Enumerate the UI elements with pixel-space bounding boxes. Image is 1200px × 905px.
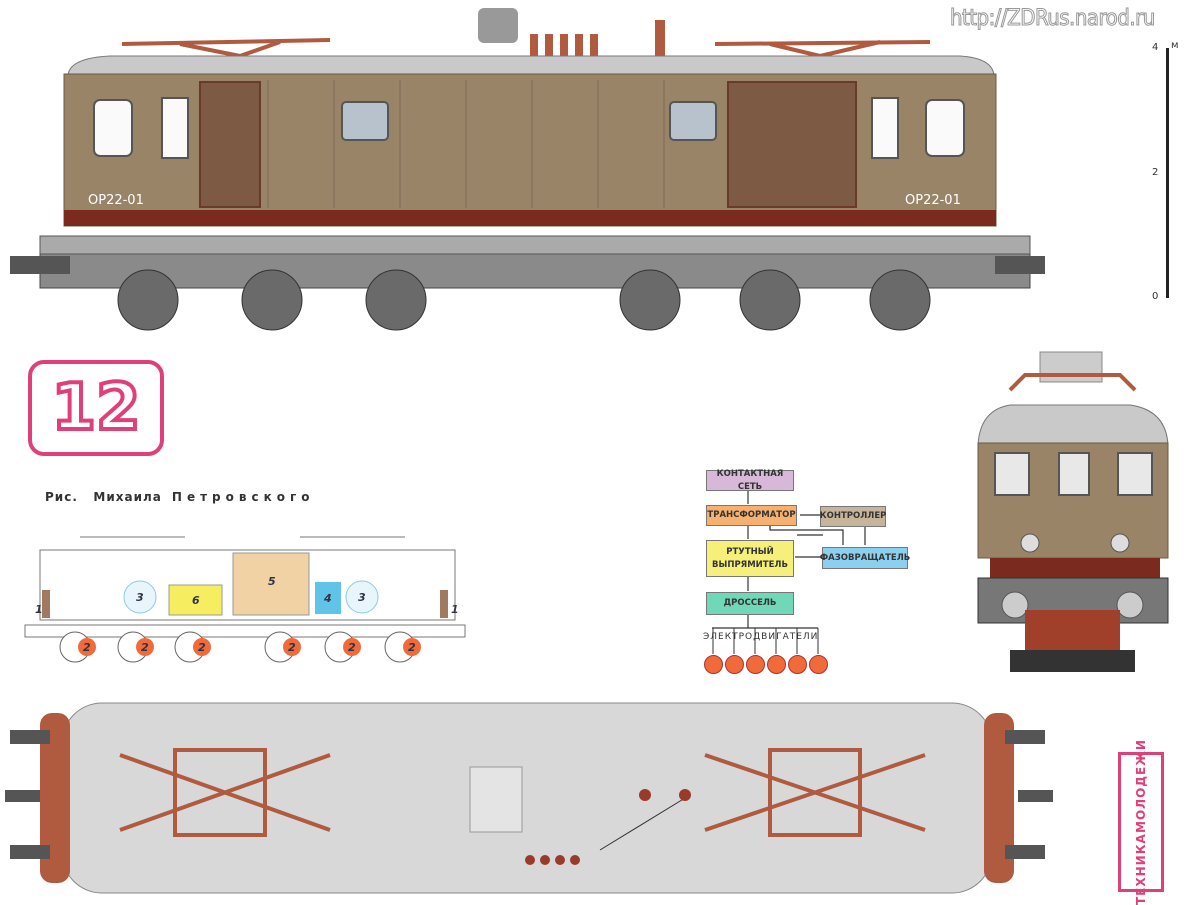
scale-bar (1166, 48, 1169, 298)
buffer-right (995, 256, 1045, 274)
block-diagram-connectors (712, 490, 866, 654)
scale-tick-0: 0 (1152, 291, 1159, 302)
schematic-motor-label: 2 (408, 641, 416, 654)
locomotive-top-view (5, 702, 1053, 894)
schematic-motor (283, 638, 301, 656)
box-contact-network: КОНТАКТНАЯ СЕТЬ (706, 469, 794, 492)
magazine-logo: Техникамолодежи (1118, 739, 1164, 905)
svg-text:6: 6 (192, 594, 200, 607)
schematic-motor (78, 638, 96, 656)
motor-icon (746, 655, 765, 674)
schematic-motor-label: 2 (141, 641, 149, 654)
box-choke: ДРОССЕЛЬ (706, 592, 794, 615)
schematic-motor (193, 638, 211, 656)
scale-tick-4: 4 (1152, 42, 1159, 53)
schematic-motor (343, 638, 361, 656)
box-controller: КОНТРОЛЛЕР (820, 506, 886, 527)
pantograph-top-views (119, 748, 926, 837)
wheels (117, 269, 931, 331)
motor-icon (788, 655, 807, 674)
schematic-motor (403, 638, 421, 656)
svg-text:5: 5 (268, 575, 276, 588)
scale-tick-2: 2 (1152, 167, 1159, 178)
svg-text:3: 3 (136, 591, 144, 604)
motor-icon (809, 655, 828, 674)
box-transformer: ТРАНСФОРМАТОР (706, 505, 797, 526)
locomotive-side-view: ОР22-01 ОР22-01 (10, 8, 1045, 331)
svg-text:4: 4 (323, 592, 332, 605)
box-rectifier: РТУТНЫЙ ВЫПРЯМИТЕЛЬ (706, 540, 794, 577)
schematic-motor-label: 2 (288, 641, 296, 654)
page-number-badge: 12 (28, 360, 164, 456)
schematic-motor-label: 2 (198, 641, 206, 654)
motor-icon (704, 655, 723, 674)
scale-unit: м (1171, 40, 1179, 51)
motors-label: ЭЛЕКТРОДВИГАТЕЛИ (703, 632, 819, 642)
pantograph-right (714, 40, 931, 58)
watermark-url: http://ZDRus.narod.ru (950, 6, 1156, 32)
equipment-layout-schematic: 1 3 6 5 4 3 1 2 2 2 2 2 2 (24, 536, 466, 663)
svg-text:1: 1 (451, 603, 459, 616)
schematic-motor (136, 638, 154, 656)
svg-text:1: 1 (35, 603, 43, 616)
number-right: ОР22-01 (905, 193, 961, 208)
schematic-motor-label: 2 (348, 641, 356, 654)
motor-icon (767, 655, 786, 674)
roof-dome (478, 8, 518, 43)
roof-insulators (530, 20, 665, 56)
svg-text:3: 3 (358, 591, 366, 604)
box-phase-shifter: ФАЗОВРАЩАТЕЛЬ (820, 547, 910, 569)
motor-icon (725, 655, 744, 674)
locomotive-front-view (977, 351, 1169, 672)
louvers (199, 81, 857, 208)
buffer-left (10, 256, 70, 274)
pantograph-left (121, 38, 331, 58)
number-left: ОР22-01 (88, 193, 144, 208)
schematic-motor-label: 2 (83, 641, 91, 654)
